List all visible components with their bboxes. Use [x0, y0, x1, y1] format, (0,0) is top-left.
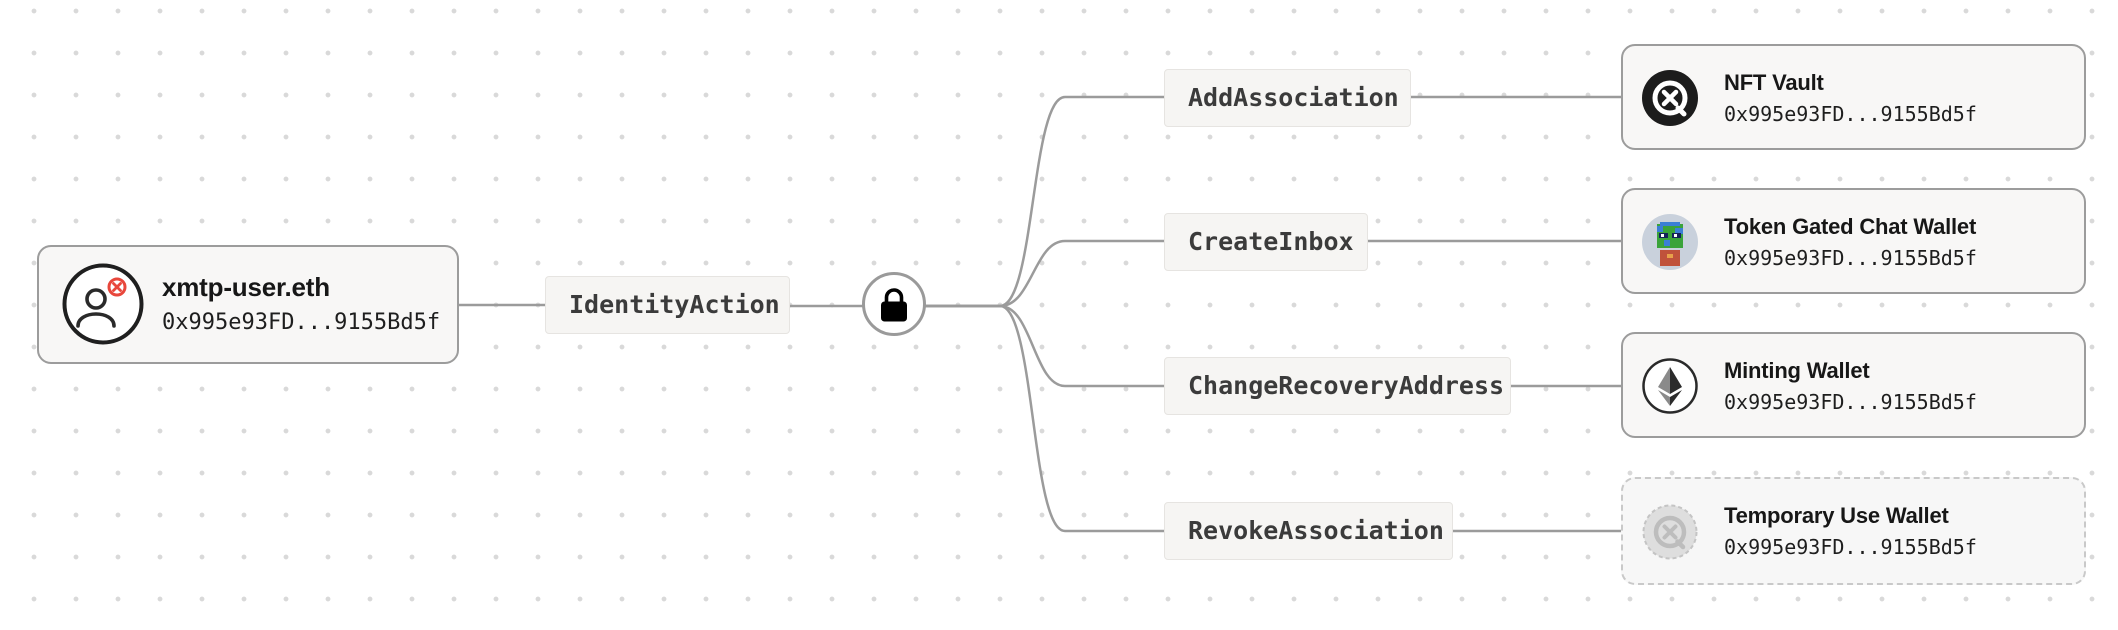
wallet-name: Temporary Use Wallet [1724, 503, 1949, 528]
connector-lock-to-revoke [924, 304, 1166, 533]
wallet-address: 0x995e93FD...9155Bd5f [1724, 102, 1977, 126]
wallet-address: 0x995e93FD...9155Bd5f [1724, 246, 1977, 270]
wallet-address: 0x995e93FD...9155Bd5f [1724, 535, 1977, 559]
connector-lock-to-create [924, 239, 1166, 308]
ethereum-icon [1642, 358, 1698, 414]
wallet-card-token-gated-chat[interactable]: Token Gated Chat Wallet 0x995e93FD...915… [1621, 188, 2086, 294]
lock-node[interactable] [862, 272, 926, 336]
change-recovery-address-node[interactable]: ChangeRecoveryAddress [1164, 357, 1511, 415]
revoke-association-node[interactable]: RevokeAssociation [1164, 502, 1453, 560]
xmtp-logo-icon [1642, 70, 1698, 126]
connector-lock-to-add [924, 95, 1166, 308]
wallet-name: Minting Wallet [1724, 358, 1870, 383]
pixel-avatar-icon [1642, 214, 1698, 270]
connector-lock-to-change [924, 304, 1166, 388]
wallet-name: NFT Vault [1724, 70, 1824, 95]
identity-address: 0x995e93FD...9155Bd5f [162, 310, 441, 335]
lock-icon [881, 288, 907, 322]
identity-card[interactable]: xmtp-user.eth 0x995e93FD...9155Bd5f [37, 245, 459, 364]
create-inbox-node[interactable]: CreateInbox [1164, 213, 1368, 271]
identity-action-node[interactable]: IdentityAction [545, 276, 790, 334]
xmtp-logo-faded-icon [1642, 504, 1698, 560]
add-association-node[interactable]: AddAssociation [1164, 69, 1411, 127]
wallet-address: 0x995e93FD...9155Bd5f [1724, 390, 1977, 414]
wallet-card-temporary-use[interactable]: Temporary Use Wallet 0x995e93FD...9155Bd… [1621, 477, 2086, 585]
wallet-card-nft-vault[interactable]: NFT Vault 0x995e93FD...9155Bd5f [1621, 44, 2086, 150]
wallet-card-minting[interactable]: Minting Wallet 0x995e93FD...9155Bd5f [1621, 332, 2086, 438]
wallet-name: Token Gated Chat Wallet [1724, 214, 1977, 239]
xmtp-user-icon [62, 263, 144, 345]
identity-name: xmtp-user.eth [162, 272, 330, 302]
